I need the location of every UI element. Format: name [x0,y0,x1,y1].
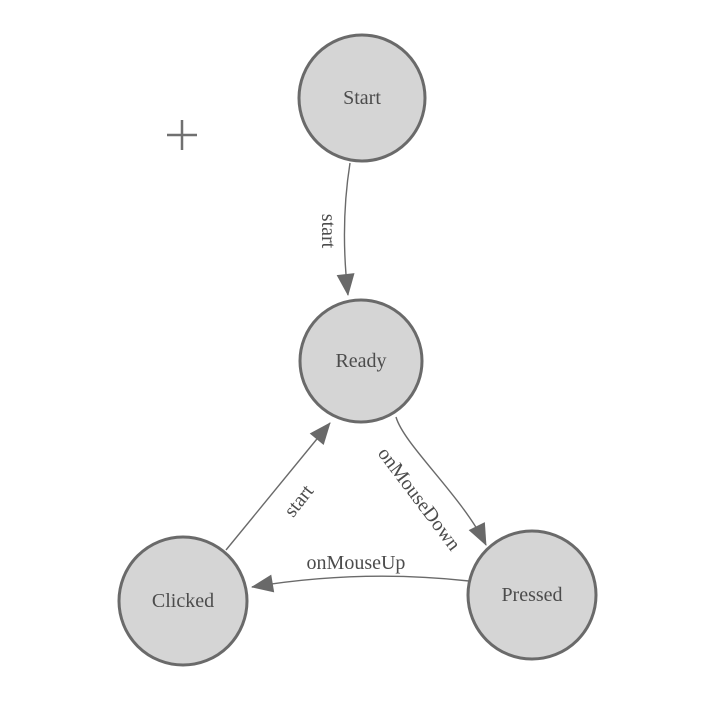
node-label-start: Start [343,87,381,109]
edge-label-ready-to-pressed: onMouseDown [373,443,465,555]
edge-label-pressed-to-clicked: onMouseUp [307,552,406,574]
state-node-pressed[interactable] [466,529,598,661]
state-node-clicked[interactable] [117,535,249,667]
edge-label-clicked-to-ready: start [280,480,319,521]
state-node-start[interactable] [297,33,427,163]
transition-edge-start-to-ready[interactable] [336,162,355,296]
transition-edge-ready-to-pressed[interactable] [395,416,487,546]
crosshair-marker-icon [167,120,197,150]
state-node-ready[interactable] [298,298,424,424]
edge-label-start-to-ready: start [317,214,339,249]
node-label-pressed: Pressed [501,584,562,606]
transition-edge-pressed-to-clicked[interactable] [251,574,470,593]
transition-edge-clicked-to-ready[interactable] [225,422,331,551]
node-label-ready: Ready [335,350,386,372]
node-label-clicked: Clicked [152,590,214,612]
